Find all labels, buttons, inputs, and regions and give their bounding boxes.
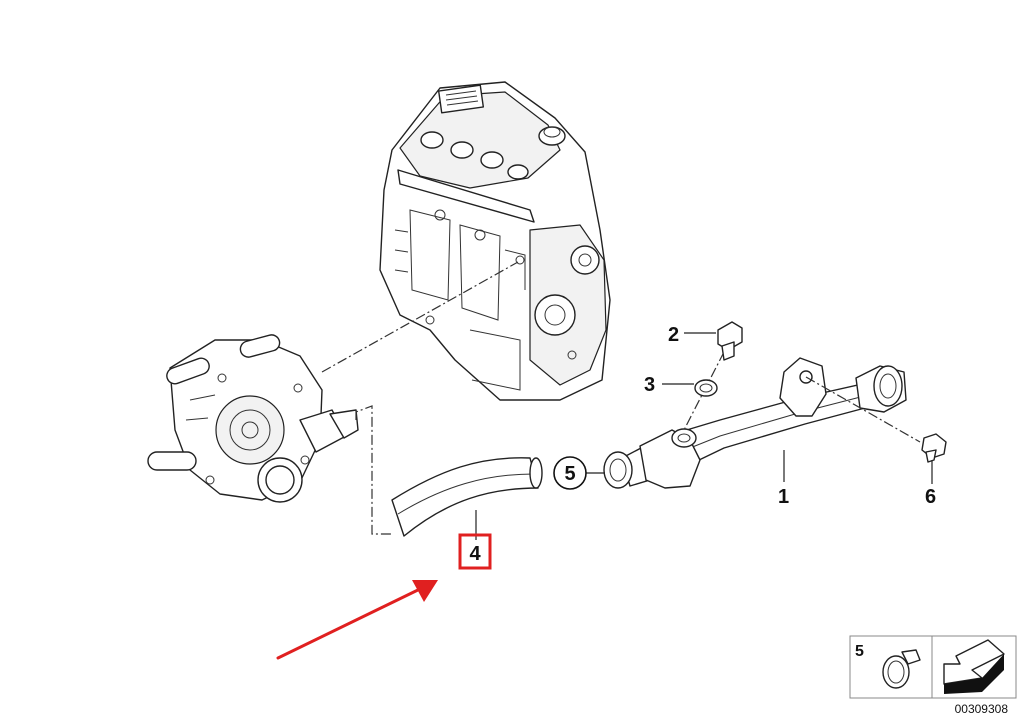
callout-part-6[interactable]: 6 [925, 486, 936, 508]
coolant-hose [391, 457, 543, 537]
callout-part-3[interactable]: 3 [644, 374, 655, 396]
callout-part-4-label: 4 [469, 543, 481, 565]
coolant-pipe [603, 357, 907, 489]
callout-part-1[interactable]: 1 [778, 486, 789, 508]
callout-part-5[interactable]: 5 [553, 456, 587, 490]
bolt [921, 433, 947, 463]
engine-block [379, 81, 611, 401]
direction-arrow-icon [943, 639, 1005, 694]
callout-part-5-label: 5 [564, 463, 575, 485]
seal-ring [694, 379, 718, 397]
bolt [717, 321, 743, 361]
callout-part-2[interactable]: 2 [668, 324, 679, 346]
installation-line [321, 261, 519, 373]
diagram-reference-number: 00309308 [955, 702, 1009, 716]
installation-line [805, 376, 921, 443]
legend-clamp-label: 5 [855, 643, 864, 660]
highlight-box [458, 533, 492, 570]
legend-box: 5 [849, 635, 1017, 699]
installation-line [355, 405, 392, 535]
water-pump [147, 334, 359, 503]
pointer-arrow [276, 580, 438, 660]
callout-part-4[interactable]: 4 [458, 533, 492, 570]
hose-clamp-icon [882, 649, 921, 689]
